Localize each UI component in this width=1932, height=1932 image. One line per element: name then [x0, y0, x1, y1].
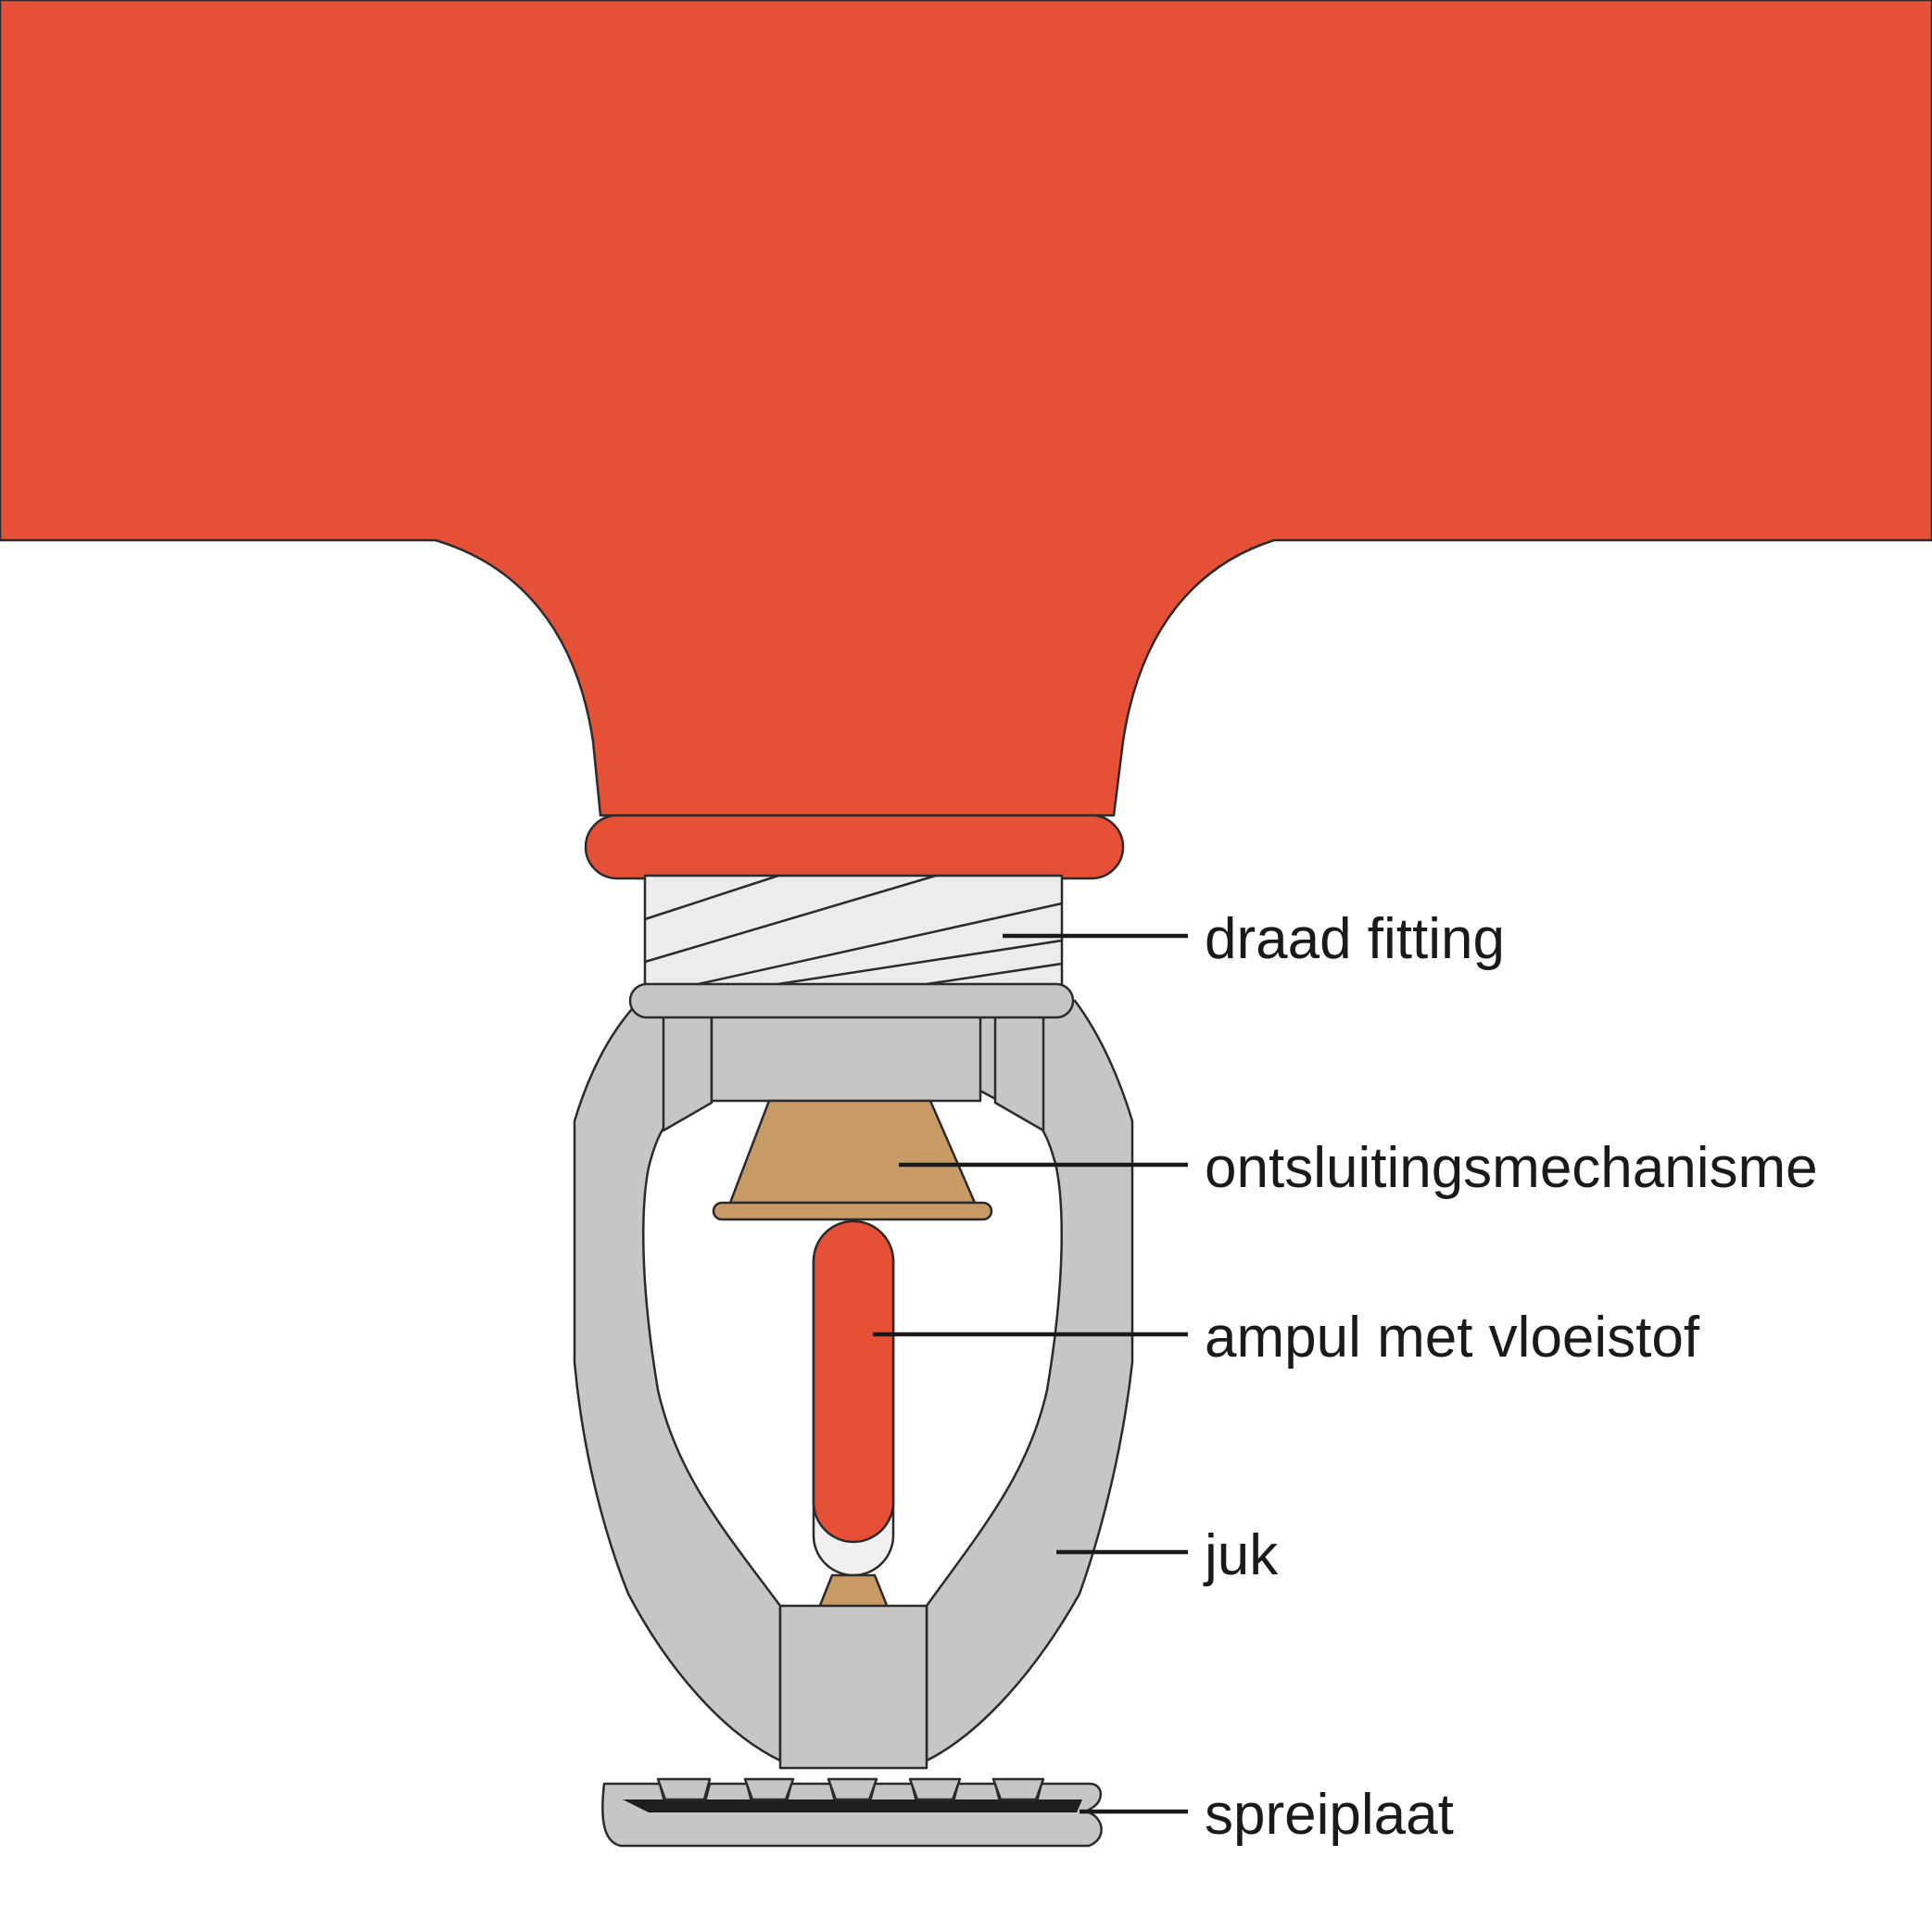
boss [778, 1604, 928, 1770]
deflector-plate [601, 1777, 1103, 1848]
thread-fitting [643, 874, 1064, 989]
yoke-top-ring [628, 982, 1075, 1019]
bulb-liquid [812, 1219, 895, 1544]
label-deflector: spreiplaat [1205, 1783, 1454, 1847]
seal-cap [710, 1013, 982, 1103]
pipe-collar [584, 814, 1125, 880]
label-release-mechanism: ontsluitingsmechanisme [1205, 1136, 1818, 1200]
label-bulb: ampul met vloeistof [1205, 1306, 1700, 1370]
pipe [0, 0, 1932, 817]
label-yoke: juk [1203, 1523, 1279, 1587]
yoke-arm-left [662, 1013, 713, 1132]
label-thread-fitting: draad fitting [1205, 907, 1505, 971]
release-mechanism-base [712, 1201, 993, 1221]
yoke-arm-right [993, 1013, 1045, 1132]
bulb-seat [817, 1573, 890, 1610]
release-mechanism [728, 1099, 977, 1205]
